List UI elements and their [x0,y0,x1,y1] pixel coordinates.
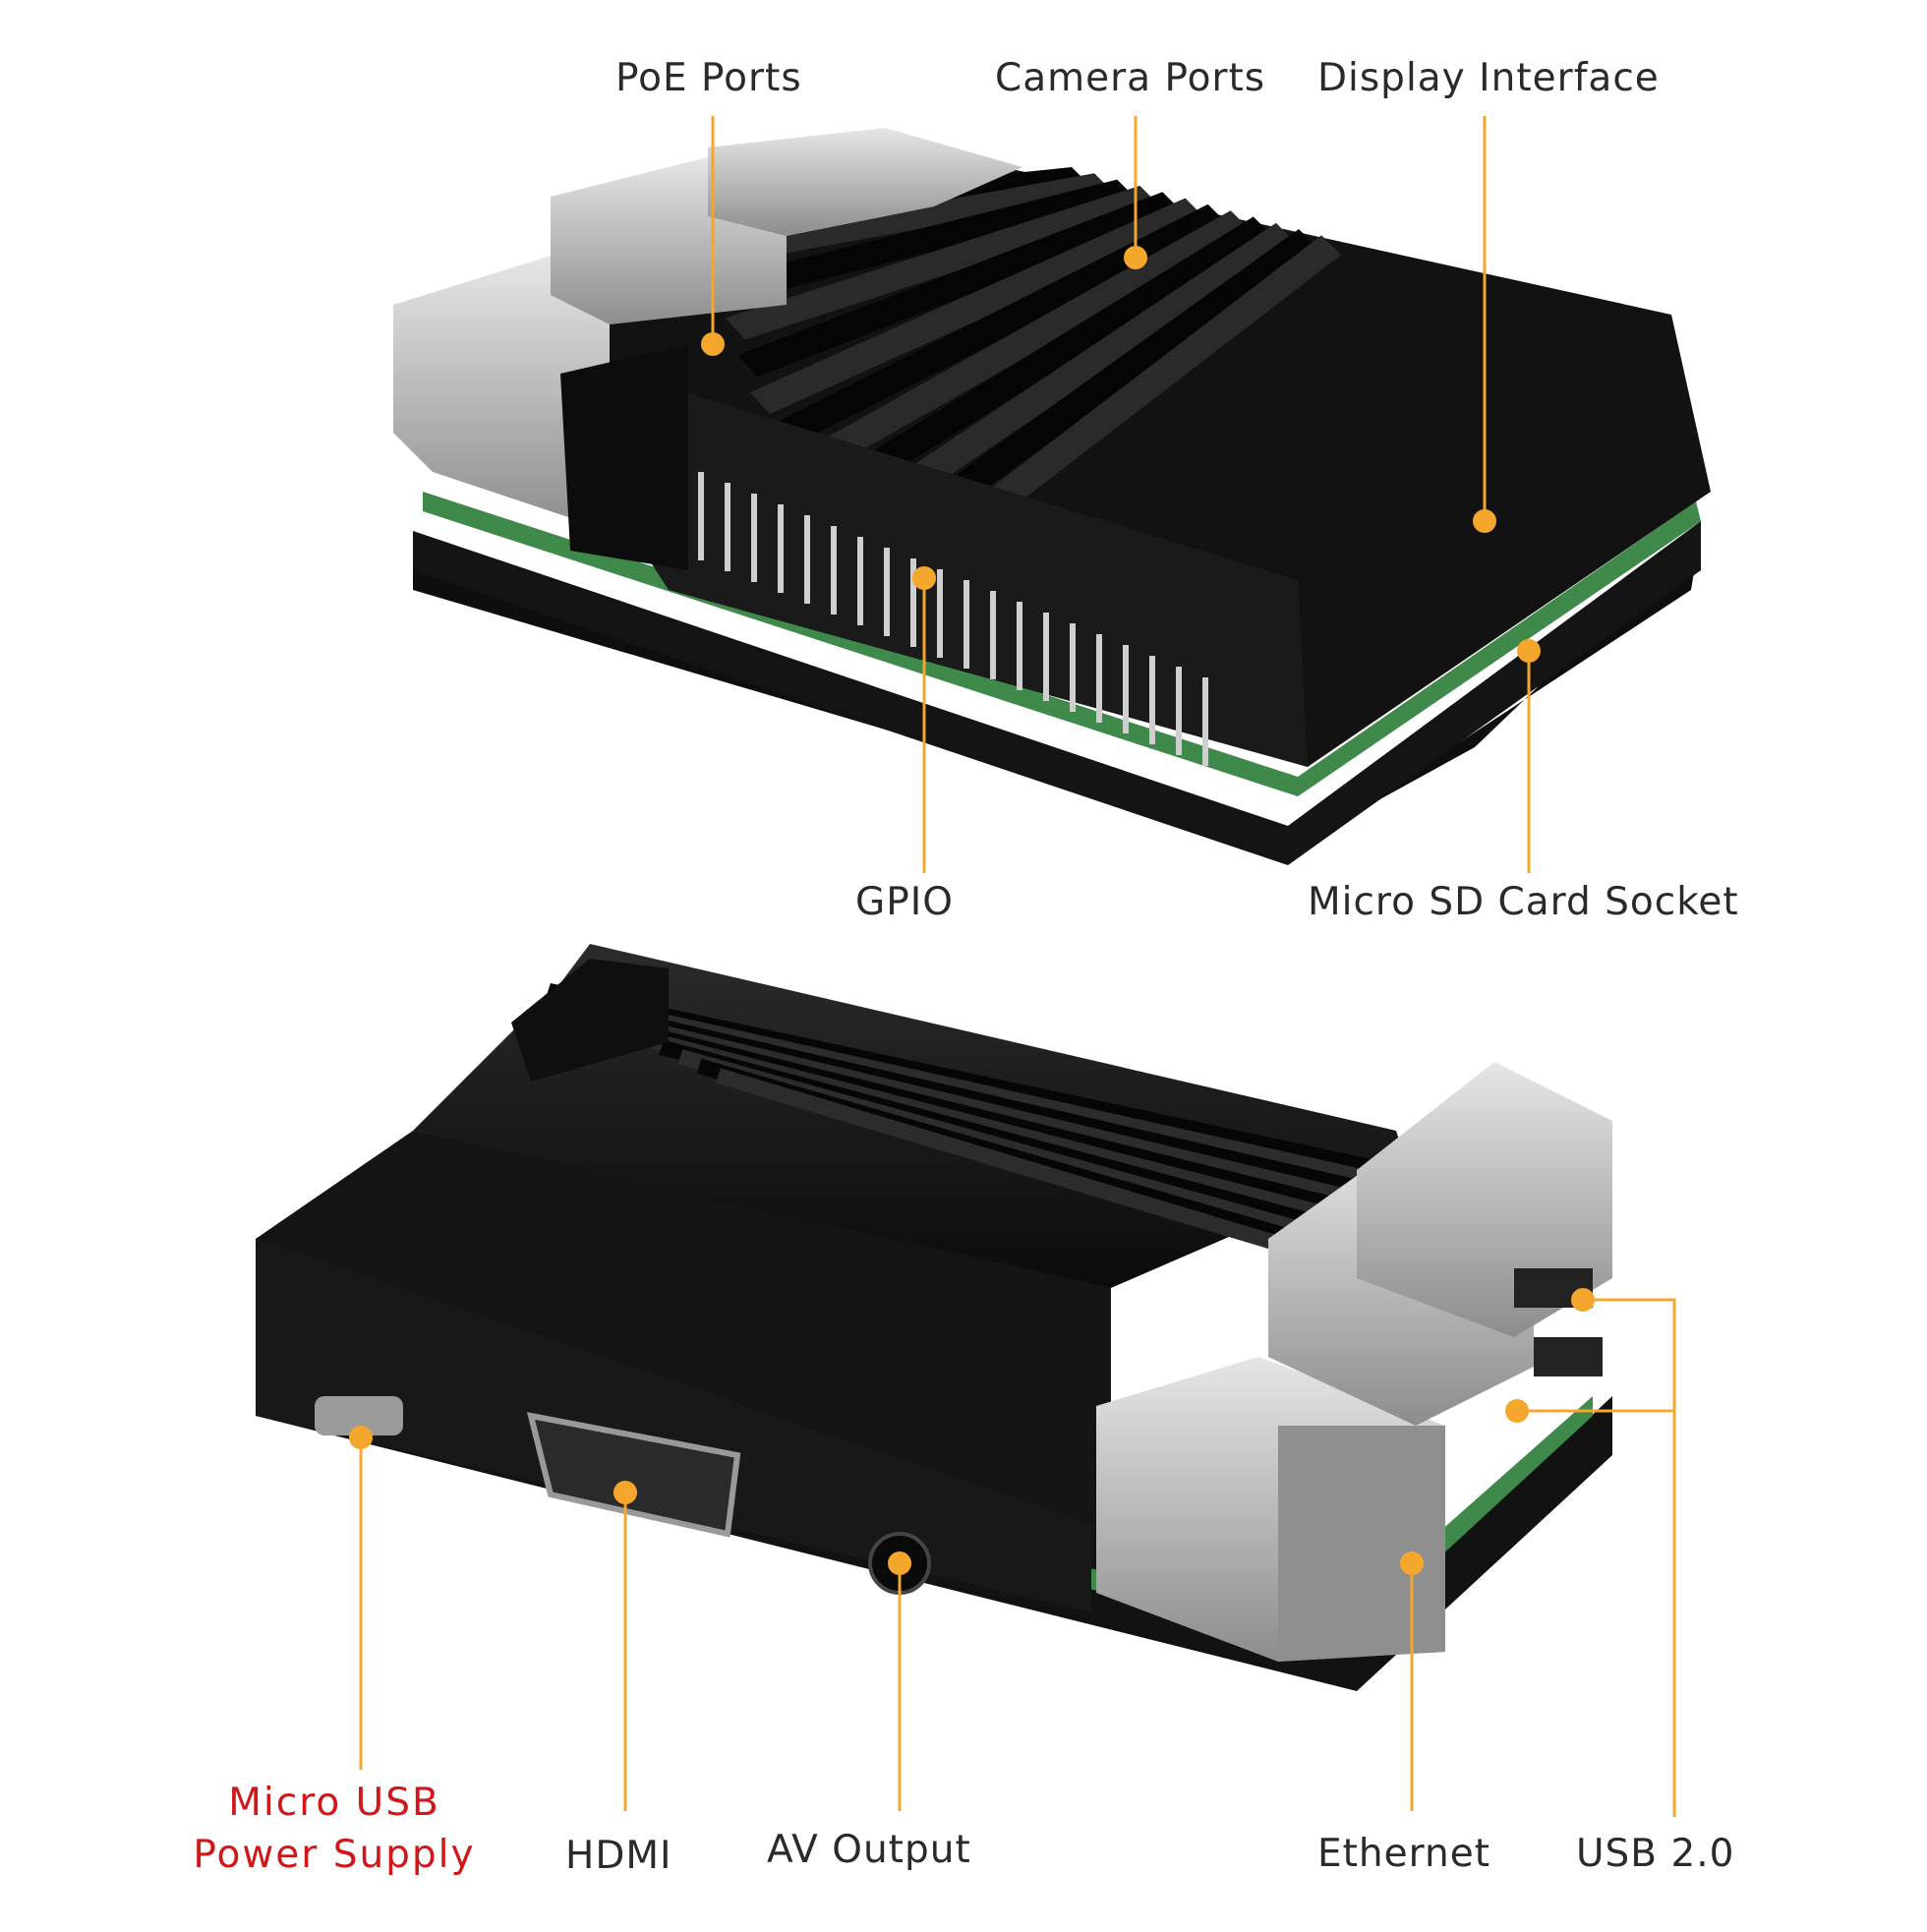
gpio-pin [804,515,810,604]
gpio-pin [884,548,890,636]
label-micro-usb-power: Micro USB Power Supply [172,1778,496,1881]
micro-usb-port [315,1396,403,1435]
label-ethernet: Ethernet [1317,1832,1490,1876]
label-hdmi: HDMI [565,1834,672,1878]
top-fin [787,216,1273,526]
gpio-pin [990,591,996,679]
top-fin [713,179,1138,303]
top-ethernet-port [708,128,1022,236]
top-usb-port-1 [393,256,610,531]
gpio-pin [964,580,969,669]
hdmi-dot [613,1481,637,1504]
top-fin [737,192,1183,378]
gpio-dot [912,566,936,590]
ethernet-dot [1400,1551,1424,1575]
label-display-interface: Display Interface [1317,56,1660,100]
label-usb2: USB 2.0 [1576,1832,1735,1876]
gpio-pin [778,504,784,593]
top-fin [725,185,1160,340]
display-dot [1473,509,1496,533]
bottom-fin [715,1068,1405,1289]
label-gpio: GPIO [855,880,954,924]
gpio-pin [751,494,757,582]
usb2-dot-2 [1505,1399,1529,1423]
gpio-pin [725,483,730,571]
gpio-pin [1070,623,1076,712]
top-fin [700,173,1115,265]
poe-dot [701,332,725,356]
label-poe-ports: PoE Ports [615,56,802,100]
usb2-dot-1 [1571,1288,1595,1312]
micro-usb-dot [349,1426,373,1449]
gpio-pin [698,472,704,560]
gpio-pin [1176,667,1182,755]
top-fin [762,204,1228,451]
leader-lines [349,116,1676,1817]
bottom-device-image [256,944,1612,1691]
gpio-pin [1017,602,1022,690]
gpio-pin [857,537,863,625]
label-camera-ports: Camera Ports [995,56,1266,100]
label-av-output: AV Output [767,1828,971,1872]
gpio-pin [1149,656,1155,744]
hdmi-port [526,1412,741,1538]
gpio-block [560,354,1308,767]
microsd-dot [1517,639,1541,663]
gpio-pin [937,569,943,658]
gpio-pin [1096,634,1102,723]
gpio-pin [910,558,916,647]
label-micro-usb-line1: Micro USB [228,1781,440,1825]
label-micro-sd: Micro SD Card Socket [1308,880,1739,924]
top-fin [750,198,1205,414]
top-pcb-edge [423,492,1701,796]
gpio-pin [1123,645,1129,733]
gpio-pin [1202,677,1208,766]
label-micro-usb-line2: Power Supply [193,1832,476,1877]
gpio-pin [1043,613,1049,701]
top-fin [775,210,1251,489]
top-device-image [393,128,1711,865]
gpio-pin [831,526,837,615]
av-dot [888,1551,911,1575]
camera-dot [1124,246,1147,269]
